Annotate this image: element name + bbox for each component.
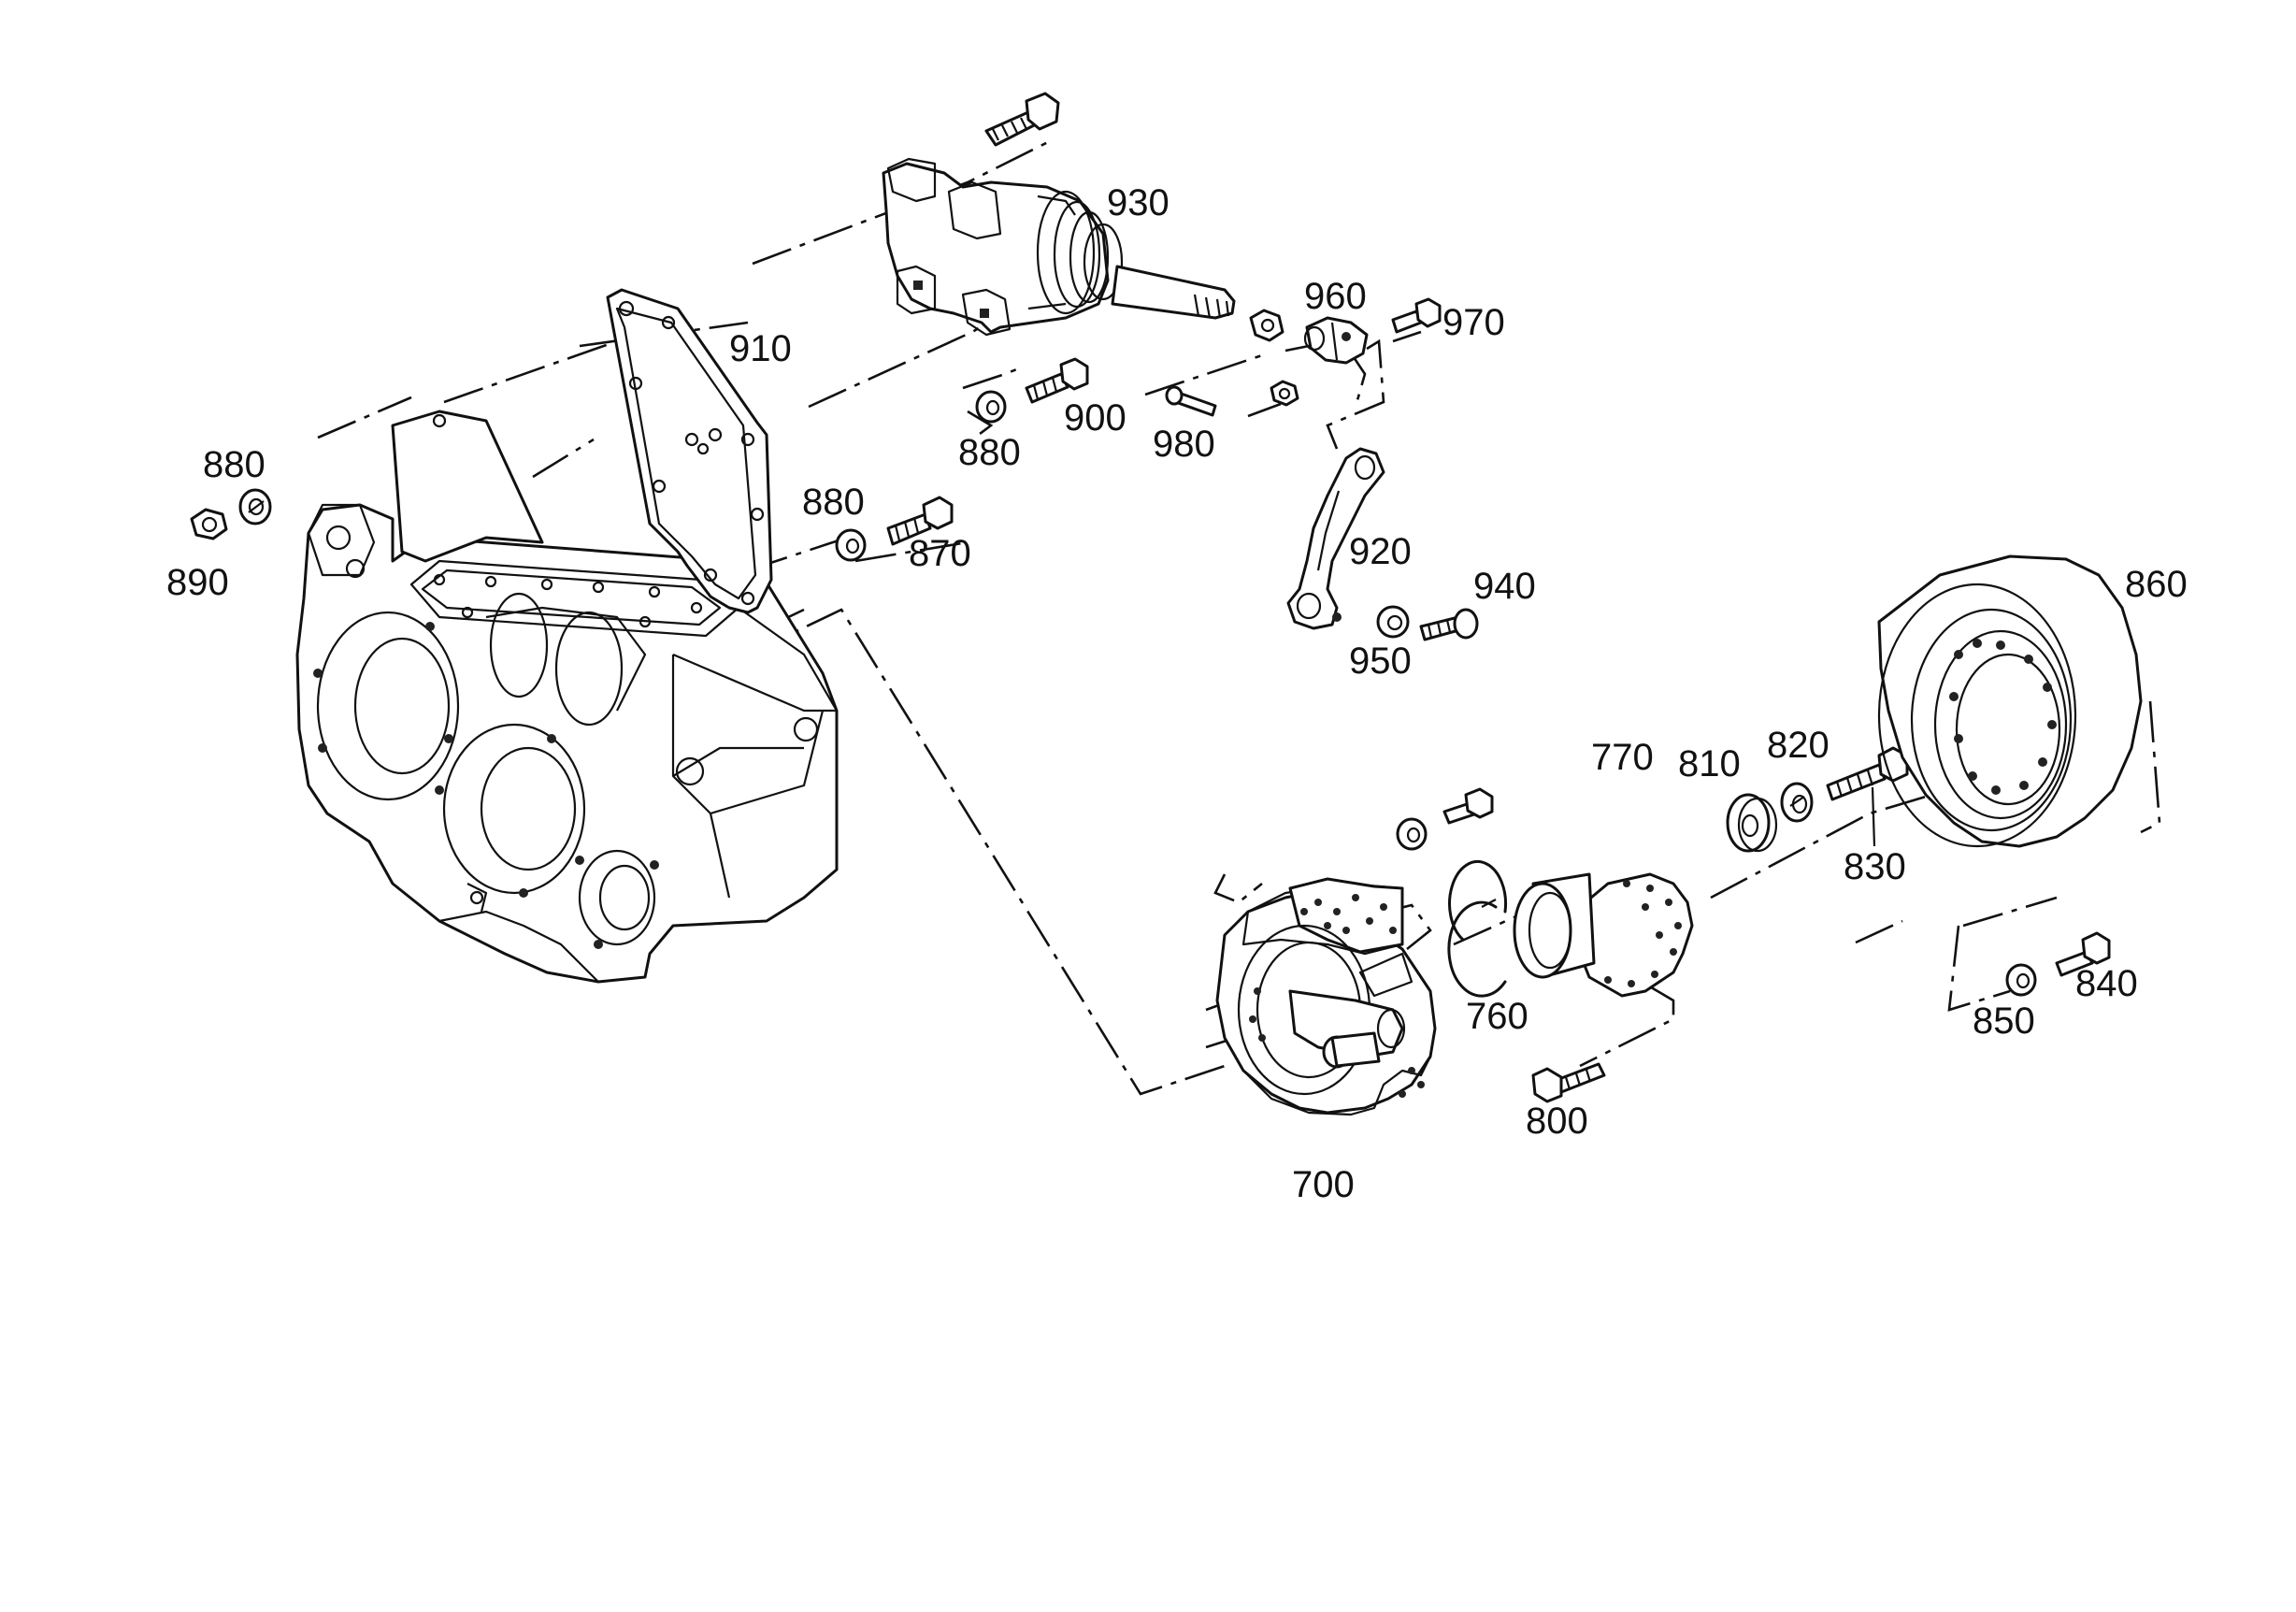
label-880-upper: 880 — [958, 432, 1021, 473]
label-820: 820 — [1767, 725, 1830, 766]
bolt-870 — [886, 496, 954, 546]
label-830: 830 — [1844, 846, 1906, 887]
label-870: 870 — [909, 533, 971, 574]
label-920: 920 — [1349, 531, 1412, 572]
washer-880-upper — [975, 390, 1007, 424]
label-700: 700 — [1292, 1164, 1355, 1205]
bore-bolts — [313, 622, 659, 949]
label-880-left: 880 — [203, 444, 265, 485]
bolt-940 — [1419, 608, 1479, 641]
label-940: 940 — [1473, 566, 1536, 607]
label-800: 800 — [1526, 1101, 1588, 1142]
label-880-mid: 880 — [802, 482, 865, 523]
nut-890 — [190, 508, 228, 540]
clevis-960 — [1303, 316, 1369, 365]
label-950: 950 — [1349, 640, 1412, 682]
label-930: 930 — [1107, 182, 1170, 223]
label-840: 840 — [2075, 963, 2138, 1004]
bolt-830 — [1826, 746, 1909, 847]
pin-980 — [1165, 385, 1217, 417]
brake-shoe-700 — [1215, 877, 1437, 1116]
bolt-840 — [2055, 931, 2111, 977]
bolt-800 — [1531, 1062, 1606, 1103]
label-770: 770 — [1591, 737, 1654, 778]
label-980: 980 — [1153, 424, 1215, 465]
washer-near-700 — [1396, 817, 1428, 851]
brake-cylinder-930 — [882, 157, 1236, 337]
washer-880-mid — [835, 528, 867, 562]
washer-950 — [1376, 605, 1410, 639]
hub-flange-770 — [1513, 872, 1694, 998]
cover-plate-910 — [606, 288, 773, 614]
flange-bolt-holes — [433, 573, 703, 628]
drum-studs — [1949, 639, 2057, 795]
bolt-900 — [1025, 357, 1089, 404]
label-970: 970 — [1442, 302, 1505, 343]
part-labels: 890 880 910 880 870 880 900 930 960 970 … — [166, 182, 2188, 1205]
bolt-970 — [1391, 297, 1442, 334]
label-890: 890 — [166, 562, 229, 603]
washer-810 — [1726, 793, 1778, 853]
label-860: 860 — [2125, 564, 2188, 605]
label-810: 810 — [1678, 743, 1741, 784]
washer-880-left — [238, 488, 272, 525]
bolt-cylinder-top — [984, 92, 1060, 147]
flange-holes — [1604, 880, 1682, 987]
label-960: 960 — [1304, 276, 1367, 317]
shoe-rivets-lower — [1249, 987, 1425, 1098]
label-760: 760 — [1466, 996, 1528, 1037]
circlip-760 — [1447, 860, 1507, 998]
gearbox-housing — [295, 410, 839, 984]
label-910: 910 — [729, 328, 792, 369]
label-900: 900 — [1064, 397, 1126, 439]
label-850: 850 — [1973, 1000, 2035, 1042]
washer-850 — [2005, 963, 2037, 997]
nut-rod-end — [1249, 309, 1284, 342]
shoe-rivets — [1300, 894, 1397, 934]
lever-920 — [1286, 447, 1385, 630]
washer-820 — [1780, 782, 1814, 823]
bolt-near-700 — [1442, 787, 1494, 825]
nut-near-980 — [1270, 380, 1299, 407]
brake-drum-860 — [1877, 554, 2143, 848]
